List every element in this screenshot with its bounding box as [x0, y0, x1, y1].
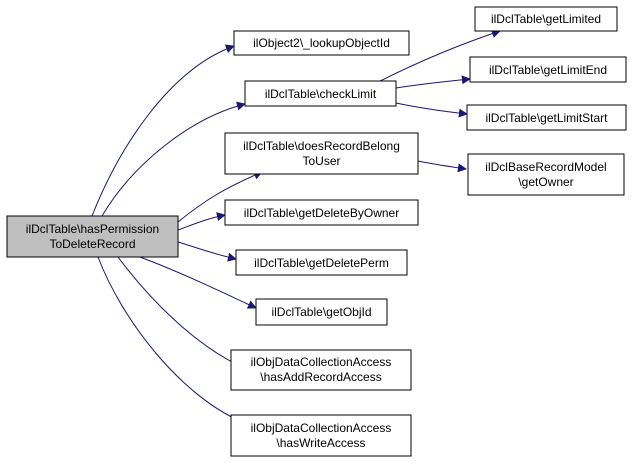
node-label-line: \getOwner	[518, 175, 573, 189]
node-has-write-access[interactable]: ilObjDataCollectionAccess \hasWriteAcces…	[230, 414, 412, 457]
node-label-line: ilDclTable\checkLimit	[265, 87, 377, 101]
edge-check-limit-to-get-limited	[377, 29, 501, 83]
node-does-record-belong[interactable]: ilDclTable\doesRecordBelong ToUser	[224, 132, 419, 175]
node-has-add-record-access[interactable]: ilObjDataCollectionAccess \hasAddRecordA…	[230, 349, 412, 391]
node-label-line: \hasWriteAccess	[276, 436, 365, 450]
edge-does-record-belong-to-get-owner	[417, 160, 467, 173]
node-label-line: ilDclTable\getLimited	[491, 12, 601, 26]
nodes-layer: ilDclTable\hasPermission ToDeleteRecord …	[6, 6, 627, 457]
node-label-line: ilDclTable\hasPermission	[26, 222, 159, 236]
node-label-line: ilDclTable\getDeletePerm	[254, 256, 389, 270]
edge-root-to-get-obj-id	[139, 256, 257, 309]
edge-check-limit-to-get-limit-start	[395, 102, 468, 118]
edge-root-to-has-add-record-access	[117, 256, 243, 368]
node-get-limit-end[interactable]: ilDclTable\getLimitEnd	[469, 56, 627, 83]
node-get-owner[interactable]: ilDclBaseRecordModel \getOwner	[467, 153, 625, 196]
node-get-limited[interactable]: ilDclTable\getLimited	[474, 6, 618, 32]
edges-layer	[91, 29, 501, 423]
node-label-line: ilDclTable\getDeleteByOwner	[244, 206, 399, 220]
node-check-limit[interactable]: ilDclTable\checkLimit	[244, 80, 397, 107]
node-get-obj-id[interactable]: ilDclTable\getObjId	[255, 298, 388, 326]
node-label-line: ilDclBaseRecordModel	[485, 160, 606, 174]
edge-root-to-get-delete-by-owner	[177, 212, 226, 231]
edge-root-to-does-record-belong	[177, 171, 263, 223]
node-label-line: \hasAddRecordAccess	[260, 370, 381, 384]
node-label-line: ToDeleteRecord	[49, 237, 135, 251]
edge-root-to-check-limit	[101, 101, 246, 217]
node-label-line: ilDclTable\getLimitStart	[485, 111, 608, 125]
node-root[interactable]: ilDclTable\hasPermission ToDeleteRecord	[6, 215, 179, 258]
node-label-line: ilObjDataCollectionAccess	[251, 355, 392, 369]
node-get-delete-by-owner[interactable]: ilDclTable\getDeleteByOwner	[224, 199, 419, 226]
node-get-delete-perm[interactable]: ilDclTable\getDeletePerm	[235, 249, 408, 276]
edge-root-to-lookup-object-id	[91, 44, 235, 217]
node-label-line: ilObjDataCollectionAccess	[251, 421, 392, 435]
node-label-line: ilDclTable\doesRecordBelong	[243, 139, 400, 153]
node-label-line: ilDclTable\getLimitEnd	[489, 63, 607, 77]
node-lookup-object-id[interactable]: ilObject2\_lookupObjectId	[233, 30, 410, 56]
node-label-line: ToUser	[302, 154, 340, 168]
edge-root-to-get-delete-perm	[177, 241, 237, 262]
edge-check-limit-to-get-limit-end	[395, 75, 471, 89]
node-get-limit-start[interactable]: ilDclTable\getLimitStart	[466, 104, 627, 131]
node-label-line: ilDclTable\getObjId	[271, 305, 371, 319]
node-label-line: ilObject2\_lookupObjectId	[253, 36, 390, 50]
edge-root-to-has-write-access	[97, 256, 243, 423]
